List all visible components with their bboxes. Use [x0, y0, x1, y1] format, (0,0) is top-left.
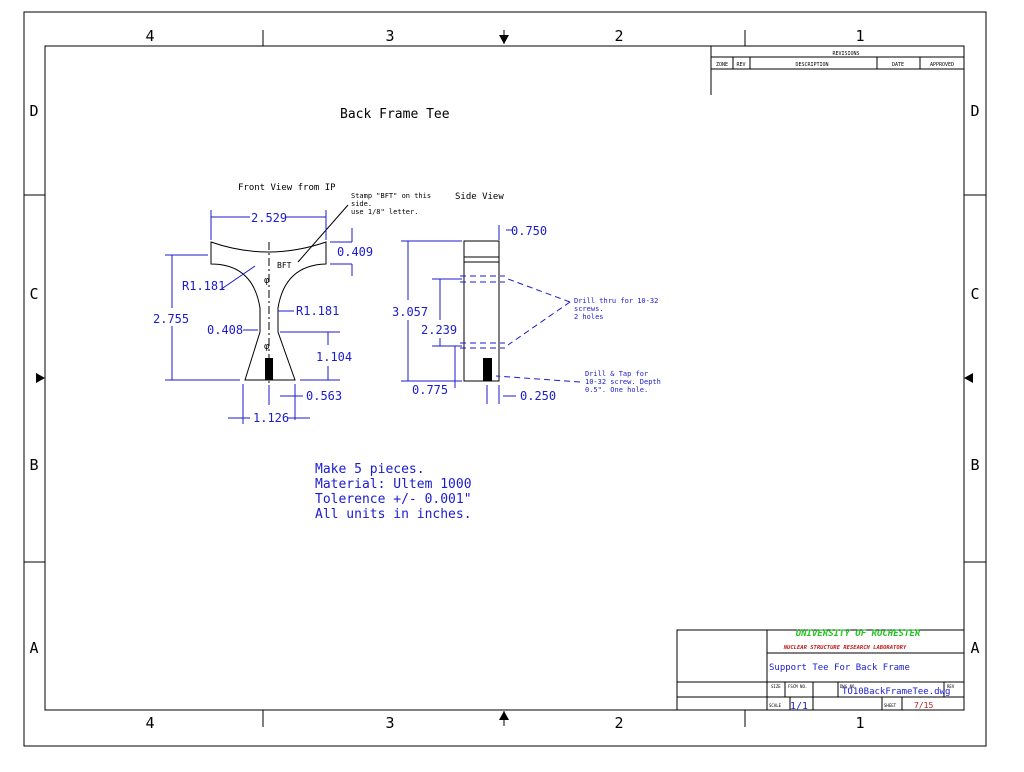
zone-row-right: C [970, 285, 979, 303]
dim-radius-left: R1.181 [182, 279, 225, 293]
hole-symbol: φ [264, 342, 270, 352]
zone-col-bottom: 3 [385, 714, 394, 732]
stamp-note-line: Stamp "BFT" on this [351, 192, 431, 200]
zone-col-top: 1 [855, 27, 864, 45]
hole-symbol: φ [264, 276, 270, 286]
size-label: SIZE [771, 684, 781, 689]
scale-value: 1/1 [790, 701, 808, 712]
title-block: UNIVERSITY OF ROCHESTER NUCLEAR STRUCTUR… [676, 629, 965, 712]
stamp-note-line: use 1/8" letter. [351, 208, 418, 216]
lab-name: NUCLEAR STRUCTURE RESEARCH LABORATORY [783, 645, 907, 651]
tap-leader [495, 375, 581, 383]
drill-leader [507, 301, 571, 346]
sheet-value: 7/15 [914, 701, 933, 710]
dim-height: 2.755 [153, 312, 189, 326]
drill-leader [507, 278, 571, 303]
stamp-text: BFT [277, 261, 292, 270]
rev-label: REV [947, 684, 955, 689]
side-view-part [460, 240, 505, 382]
sheet-label: SHEET [884, 703, 897, 708]
dim-top-width: 2.529 [251, 211, 287, 225]
dim-base-width: 1.126 [253, 411, 289, 425]
dim-base-half: 0.563 [306, 389, 342, 403]
zone-row-right: D [970, 102, 979, 120]
zone-row-left: D [29, 102, 38, 120]
tap-note-line: Drill & Tap for [585, 370, 648, 378]
zone-row-right: B [970, 456, 979, 474]
front-view-label: Front View from IP [238, 183, 336, 193]
centering-arrow-right [964, 373, 973, 383]
zone-col-top: 3 [385, 27, 394, 45]
dim-bottom-offset: 0.775 [412, 383, 448, 397]
revisions-header: DATE [892, 62, 904, 68]
dim-lower-height: 1.104 [316, 350, 352, 364]
dim-neck: 0.408 [207, 323, 243, 337]
side-tapped-hole [483, 358, 492, 381]
drill-note-line: Drill thru for 10-32 [574, 297, 658, 305]
tap-note-line: 0.5". One hole. [585, 386, 648, 394]
zone-row-left: C [29, 285, 38, 303]
fscm-label: FSCM NO. [788, 684, 807, 689]
zone-col-top: 4 [145, 27, 154, 45]
revisions-header: ZONE [716, 62, 728, 68]
zone-row-left: B [29, 456, 38, 474]
dim-side-width: 0.750 [511, 224, 547, 238]
inner-border [44, 45, 965, 711]
side-dimensions: 0.750 3.057 2.239 0.775 0.250 [392, 224, 556, 404]
stamp-leader [297, 204, 349, 263]
outer-border [23, 11, 987, 747]
dim-hole-spacing: 2.239 [421, 323, 457, 337]
revisions-header: REV [736, 62, 745, 68]
front-dimensions: 2.529 0.409 R1.181 R1.181 2.755 0.408 1.… [153, 210, 373, 425]
general-note: Make 5 pieces. [315, 462, 425, 477]
dim-tap-offset: 0.250 [520, 389, 556, 403]
zone-col-bottom: 2 [614, 714, 623, 732]
general-note: All units in inches. [315, 507, 472, 522]
revisions-title: REVISIONS [832, 51, 859, 57]
centering-arrow-left [36, 373, 45, 383]
zone-row-right: A [970, 639, 979, 657]
general-note: Material: Ultem 1000 [315, 477, 472, 492]
dim-top-thickness: 0.409 [337, 245, 373, 259]
drill-note-line: 2 holes [574, 313, 604, 321]
scale-label: SCALE [769, 703, 782, 708]
stamp-note-line: side. [351, 200, 372, 208]
part-title: Support Tee For Back Frame [769, 663, 910, 673]
general-note: Tolerence +/- 0.001" [315, 492, 472, 507]
revisions-block: REVISIONS ZONE REV DESCRIPTION DATE APPR… [710, 46, 964, 95]
dwg-no-label: DWG NO. [840, 684, 857, 689]
zone-col-top: 2 [614, 27, 623, 45]
tapped-hole [265, 358, 273, 380]
drawing-title: Back Frame Tee [340, 107, 450, 122]
dim-radius-right: R1.181 [296, 304, 339, 318]
university-name: UNIVERSITY OF ROCHESTER [796, 629, 921, 639]
revisions-header: APPROVED [930, 62, 954, 68]
drill-note-line: screws. [574, 305, 604, 313]
tap-note-line: 10-32 screw. Depth [585, 378, 661, 386]
zone-row-left: A [29, 639, 38, 657]
dim-side-height: 3.057 [392, 305, 428, 319]
side-view-label: Side View [455, 192, 504, 202]
zone-col-bottom: 1 [855, 714, 864, 732]
zone-col-bottom: 4 [145, 714, 154, 732]
front-view-part: φ φ BFT [210, 241, 327, 385]
revisions-header: DESCRIPTION [795, 62, 828, 68]
dwg-number: TO10BackFrameTee.dwg [842, 687, 950, 697]
